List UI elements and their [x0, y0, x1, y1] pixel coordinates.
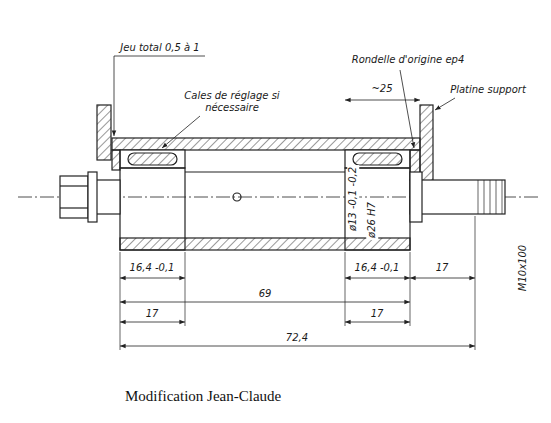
clearance-note: Jeu total 0,5 à 1 [118, 42, 201, 54]
dimension: 16,4 -0,1 [128, 262, 177, 274]
part-name: Platine support [448, 84, 528, 96]
dimension-lines [120, 100, 475, 346]
dimension: 17 [434, 262, 451, 274]
shaft-right [410, 180, 505, 214]
dimension: 16,4 -0,1 [353, 262, 402, 274]
thread [478, 180, 502, 214]
dimension: 17 [369, 308, 386, 320]
leader-lines [114, 56, 455, 148]
left-bearing [120, 150, 185, 168]
diameter-dimension: ø26 H7 [366, 200, 378, 240]
housing-tube [112, 138, 420, 150]
diameter-dimension: ø13 -0,1 -0,2 [347, 165, 359, 233]
left-plate [97, 105, 111, 160]
dimension: 17 [144, 308, 161, 320]
lube-hole [233, 193, 241, 201]
dimension: 72,4 [284, 332, 310, 344]
shims [112, 150, 120, 170]
support-plate [420, 105, 433, 183]
right-rollers [353, 153, 402, 165]
nut [60, 176, 88, 218]
shim-note: Cales de réglage si nécessaire [180, 90, 284, 113]
washer-note: Rondelle d'origine ep4 [350, 54, 467, 66]
dimension: ~25 [369, 83, 394, 95]
spacer-tube [185, 171, 345, 172]
nut-washer [88, 172, 97, 222]
caption: Modification Jean-Claude [125, 388, 281, 405]
thread-dimension: M10x100 [517, 243, 529, 293]
extension-lines [120, 216, 475, 350]
dimension: 69 [257, 288, 274, 300]
left-rollers [128, 153, 177, 165]
collar [410, 172, 422, 222]
